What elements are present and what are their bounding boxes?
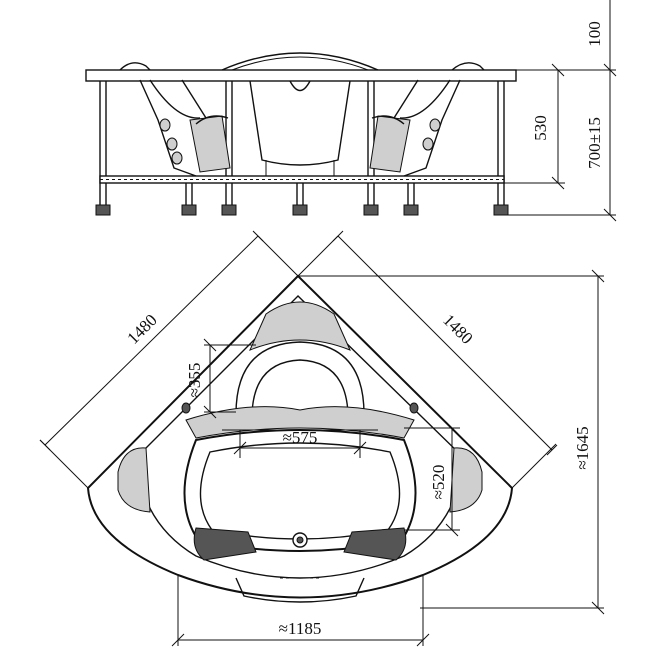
dim-diagonal: ≈1645 [573,426,592,469]
dim-side-a: 1480 [123,310,160,347]
plan-back-headrest [249,301,351,351]
dim-top-height: 100 [585,21,604,47]
plan-outline [86,274,514,599]
front-basin [249,80,351,166]
plan-backrest-arch [235,341,365,415]
front-right-body [403,79,461,177]
plan-left-headrest [117,447,151,513]
front-rim [85,69,517,82]
plan-left-seat [193,527,257,561]
front-right-jets [422,118,441,151]
dim-front-width: ≈1185 [279,619,322,638]
dim-total-height: 700±15 [585,117,604,169]
front-feet [95,204,509,216]
front-legs [99,81,505,205]
plan-right-headrest [449,447,483,513]
front-drain [289,80,311,92]
dim-inner-width: ≈575 [283,428,318,447]
front-dome [221,52,379,71]
dim-backrest: ≈355 [185,363,204,398]
front-left-jets [159,118,183,165]
plan-right-seat [343,527,407,561]
dim-inner-depth: ≈520 [429,465,448,500]
plan-view: 1480 1480 ≈355 ≈575 ≈520 ≈1645 [39,230,605,647]
front-left-headrest [119,62,151,71]
plan-front-handle [235,577,365,603]
dim-apron-height: 530 [531,115,550,141]
front-left-body [139,79,197,177]
front-right-headrest [451,62,485,71]
front-elevation: 100 530 700±15 [85,0,617,222]
